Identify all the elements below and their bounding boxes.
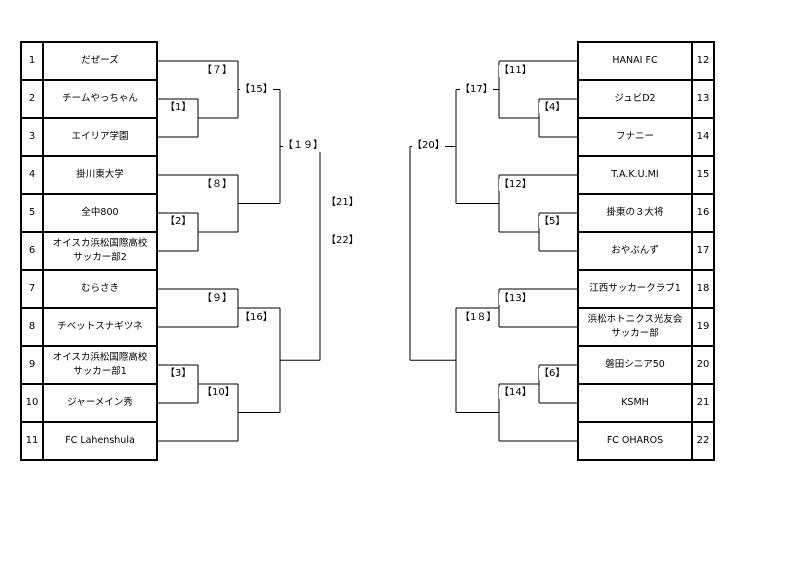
team-seed: 6 <box>28 244 36 256</box>
team-name: 全中800 <box>81 207 119 219</box>
team-seed: 8 <box>28 320 36 332</box>
team-name: ジャーメイン秀 <box>67 397 133 409</box>
team-name: KSMH <box>621 397 649 409</box>
team-seed: 17 <box>696 244 710 256</box>
team-row: 7 むらさき <box>21 270 157 308</box>
team-row: 8 チベットスナギツネ <box>21 308 157 346</box>
team-name: FC OHAROS <box>606 435 664 447</box>
team-name: エイリア学園 <box>71 131 129 143</box>
match-label-18: 【1８】 <box>460 312 497 324</box>
team-seed: 13 <box>696 92 710 104</box>
team-seed: 18 <box>696 282 710 294</box>
match-label-1: 【1】 <box>165 102 192 114</box>
team-name: おやぶんず <box>611 245 659 257</box>
team-row: 4 掛川東大学 <box>21 156 157 194</box>
team-name: T.A.K.U.MI <box>611 169 659 181</box>
team-row: 1 だぜーズ <box>21 42 157 80</box>
match-label-16: 【16】 <box>240 312 273 324</box>
team-row: 16 掛東の３大将 <box>578 194 714 232</box>
match-label-7: 【７】 <box>202 65 232 77</box>
team-seed: 10 <box>25 396 39 408</box>
team-row: 6 オイスカ浜松国際高校 サッカー部2 <box>21 232 157 270</box>
team-row: 12 HANAI FC <box>578 42 714 80</box>
team-row: 2 チームやっちゃん <box>21 80 157 118</box>
team-name: ジュビD2 <box>614 93 656 105</box>
team-row: 9 オイスカ浜松国際高校 サッカー部1 <box>21 346 157 384</box>
team-seed: 2 <box>28 92 36 104</box>
team-row: 22 FC OHAROS <box>578 422 714 460</box>
match-label-4: 【4】 <box>539 102 566 114</box>
match-label-2: 【2】 <box>165 216 192 228</box>
team-name: オイスカ浜松国際高校 サッカー部2 <box>52 238 148 263</box>
team-seed: 1 <box>28 54 36 66</box>
team-seed: 9 <box>28 358 36 370</box>
team-row: 10 ジャーメイン秀 <box>21 384 157 422</box>
match-label-8: 【８】 <box>202 179 232 191</box>
team-row: 19 浜松ホトニクス光友会 サッカー部 <box>578 308 714 346</box>
team-row: 15 T.A.K.U.MI <box>578 156 714 194</box>
team-name: HANAI FC <box>612 55 658 67</box>
match-label-20: 【20】 <box>412 140 445 152</box>
match-label-21: 【21】 <box>326 197 359 209</box>
team-name: 江西サッカークラブ1 <box>589 283 681 295</box>
team-name: チベットスナギツネ <box>57 321 143 333</box>
match-label-6: 【6】 <box>539 368 566 380</box>
match-label-22: 【22】 <box>326 235 359 247</box>
team-name: FC Lahenshula <box>65 435 135 447</box>
match-label-14: 【14】 <box>499 387 532 399</box>
team-row: 5 全中800 <box>21 194 157 232</box>
team-name: むらさき <box>80 283 119 295</box>
team-seed: 14 <box>696 130 710 142</box>
team-seed: 4 <box>28 168 36 180</box>
team-name: だぜーズ <box>81 55 119 67</box>
team-row: 17 おやぶんず <box>578 232 714 270</box>
team-row: 21 KSMH <box>578 384 714 422</box>
team-name: オイスカ浜松国際高校 サッカー部1 <box>52 352 148 377</box>
team-row: 13 ジュビD2 <box>578 80 714 118</box>
team-seed: 11 <box>25 434 39 446</box>
team-seed: 7 <box>28 282 36 294</box>
team-seed: 19 <box>696 320 710 332</box>
match-label-12: 【12】 <box>499 179 532 191</box>
team-seed: 20 <box>696 358 710 370</box>
team-name: 掛川東大学 <box>76 169 124 181</box>
team-name: 磐田シニア50 <box>605 359 665 371</box>
match-label-17: 【17】 <box>460 84 493 96</box>
team-seed: 16 <box>696 206 710 218</box>
match-label-5: 【5】 <box>539 216 566 228</box>
team-row: 3 エイリア学園 <box>21 118 157 156</box>
team-seed: 22 <box>696 434 710 446</box>
team-seed: 12 <box>696 54 710 66</box>
match-label-13: 【13】 <box>499 293 532 305</box>
team-name: 掛東の３大将 <box>606 207 664 219</box>
team-seed: 3 <box>28 130 36 142</box>
match-label-15: 【15】 <box>240 84 273 96</box>
team-row: 11 FC Lahenshula <box>21 422 157 460</box>
team-row: 18 江西サッカークラブ1 <box>578 270 714 308</box>
match-label-10: 【10】 <box>202 387 235 399</box>
match-label-9: 【９】 <box>202 293 232 305</box>
match-label-19: 【１９】 <box>283 140 323 152</box>
team-name: 浜松ホトニクス光友会 サッカー部 <box>587 314 692 339</box>
team-seed: 5 <box>28 206 36 218</box>
match-label-3: 【3】 <box>165 368 192 380</box>
team-name: フナニー <box>615 131 654 143</box>
match-label-11: 【11】 <box>499 65 532 77</box>
team-name: チームやっちゃん <box>62 93 138 105</box>
team-row: 14 フナニー <box>578 118 714 156</box>
team-seed: 15 <box>696 168 710 180</box>
team-seed: 21 <box>696 396 710 408</box>
team-row: 20 磐田シニア50 <box>578 346 714 384</box>
